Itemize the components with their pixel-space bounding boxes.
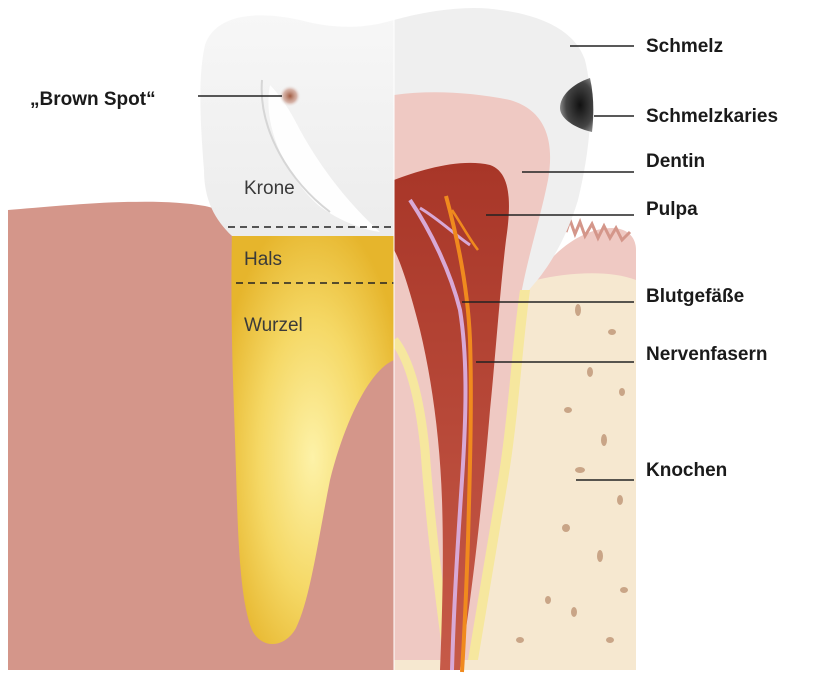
brown-spot [279,85,301,107]
label-knochen: Knochen [646,460,727,481]
label-nervenfasern: Nervenfasern [646,344,767,365]
label-brown-spot: „Brown Spot“ [30,89,156,110]
label-blutgefaesse: Blutgefäße [646,286,744,307]
label-schmelzkaries: Schmelzkaries [646,106,778,127]
label-schmelz: Schmelz [646,36,723,57]
label-dentin: Dentin [646,151,705,172]
external-view [8,15,394,670]
label-pulpa: Pulpa [646,199,698,220]
label-krone: Krone [244,178,295,199]
label-wurzel: Wurzel [244,315,303,336]
cross-section-view [380,8,636,672]
label-hals: Hals [244,249,282,270]
